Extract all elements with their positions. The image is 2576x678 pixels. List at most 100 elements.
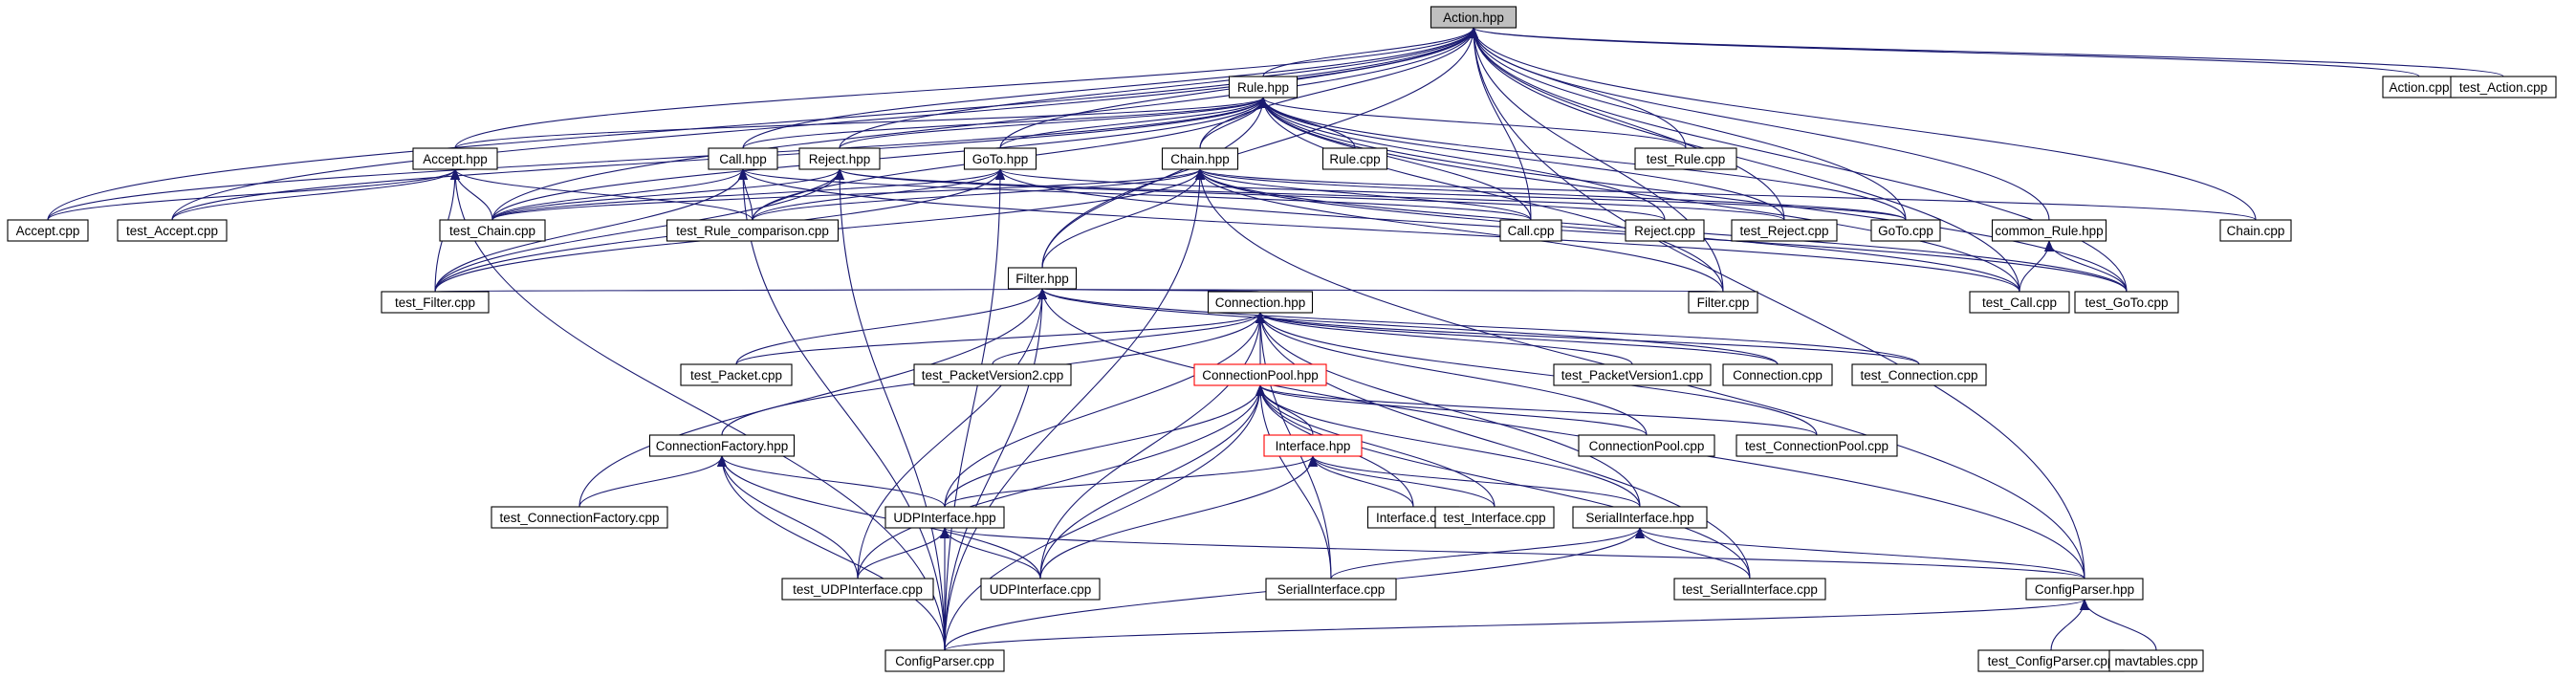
- node-test-configparser-cpp[interactable]: test_ConfigParser.cpp: [1977, 649, 2125, 672]
- node-box: [1430, 6, 1517, 29]
- node-label: Rule.cpp: [1329, 152, 1380, 166]
- node-reject-cpp[interactable]: Reject.cpp: [1625, 219, 1705, 242]
- node-rule-cpp[interactable]: Rule.cpp: [1321, 147, 1388, 170]
- node-action-hpp[interactable]: Action.hpp: [1430, 6, 1517, 29]
- node-box: [2450, 76, 2557, 98]
- node-common-rule-hpp[interactable]: common_Rule.hpp: [1991, 219, 2107, 242]
- node-label: Action.cpp: [2389, 80, 2449, 95]
- node-box: [913, 363, 1072, 386]
- edge-filter_hpp-to-chain_hpp: [1041, 168, 1205, 269]
- node-call-hpp[interactable]: Call.hpp: [708, 147, 778, 170]
- node-test-packetversion1-cpp[interactable]: test_PacketVersion1.cpp: [1553, 363, 1712, 386]
- node-reject-hpp[interactable]: Reject.hpp: [798, 147, 881, 170]
- node-test-udpinterface-cpp[interactable]: test_UDPInterface.cpp: [781, 578, 934, 601]
- node-test-reject-cpp[interactable]: test_Reject.cpp: [1731, 219, 1838, 242]
- node-label: Reject.hpp: [809, 152, 871, 166]
- edge-test_filter_cpp-to-filter_hpp: [434, 288, 1043, 301]
- edge-test_packet_cpp-to-connection_hpp: [735, 312, 1265, 365]
- node-box: [1722, 363, 1833, 386]
- node-test-packet-cpp[interactable]: test_Packet.cpp: [680, 363, 793, 386]
- node-call-cpp[interactable]: Call.cpp: [1499, 219, 1562, 242]
- node-connection-hpp[interactable]: Connection.hpp: [1207, 291, 1314, 314]
- node-test-call-cpp[interactable]: test_Call.cpp: [1969, 291, 2070, 314]
- node-serialinterface-cpp[interactable]: SerialInterface.cpp: [1265, 578, 1397, 601]
- node-test-packetversion2-cpp[interactable]: test_PacketVersion2.cpp: [913, 363, 1072, 386]
- node-rule-hpp[interactable]: Rule.hpp: [1228, 76, 1299, 98]
- node-test-connectionfactory-cpp[interactable]: test_ConnectionFactory.cpp: [491, 506, 668, 529]
- edge-test_goto_cpp-to-common_rule_hpp: [2044, 240, 2128, 293]
- node-box: [798, 147, 881, 170]
- node-goto-hpp[interactable]: GoTo.hpp: [963, 147, 1037, 170]
- node-test-rule-cpp[interactable]: test_Rule.cpp: [1634, 147, 1737, 170]
- node-accept-hpp[interactable]: Accept.hpp: [412, 147, 498, 170]
- edge-call_cpp-to-rule_hpp: [1258, 97, 1532, 221]
- node-test-serialinterface-cpp[interactable]: test_SerialInterface.cpp: [1673, 578, 1826, 601]
- edge-test_udpinterface_cpp-to-filter_hpp: [857, 288, 1047, 580]
- node-test-rule-comparison-cpp[interactable]: test_Rule_comparison.cpp: [666, 219, 840, 242]
- node-box: [7, 219, 89, 242]
- node-box: [1625, 219, 1705, 242]
- node-test-chain-cpp[interactable]: test_Chain.cpp: [439, 219, 546, 242]
- node-label: test_Connection.cpp: [1860, 368, 1977, 383]
- node-mavtables-cpp[interactable]: mavtables.cpp: [2108, 649, 2204, 672]
- node-chain-hpp[interactable]: Chain.hpp: [1161, 147, 1239, 170]
- node-udpinterface-cpp[interactable]: UDPInterface.cpp: [980, 578, 1101, 601]
- edge-reject_cpp-to-reject_hpp: [835, 168, 1666, 221]
- node-label: test_Rule.cpp: [1647, 152, 1726, 166]
- node-serialinterface-hpp[interactable]: SerialInterface.hpp: [1572, 506, 1708, 529]
- node-label: Connection.cpp: [1733, 368, 1823, 383]
- node-box: [1265, 578, 1397, 601]
- edge-udpinterface_hpp-to-connectionfactory_hpp: [717, 455, 946, 508]
- node-label: mavtables.cpp: [2114, 654, 2197, 668]
- edge-configparser_cpp-to-chain_hpp: [944, 168, 1205, 651]
- node-label: Rule.hpp: [1237, 80, 1289, 95]
- node-box: [1688, 291, 1758, 314]
- edge-test_goto_cpp-to-action_hpp: [1469, 27, 2128, 293]
- node-test-interface-cpp[interactable]: test_Interface.cpp: [1434, 506, 1555, 529]
- node-test-filter-cpp[interactable]: test_Filter.cpp: [381, 291, 490, 314]
- node-test-connectionpool-cpp[interactable]: test_ConnectionPool.cpp: [1736, 434, 1898, 457]
- node-test-action-cpp[interactable]: test_Action.cpp: [2450, 76, 2557, 98]
- node-configparser-hpp[interactable]: ConfigParser.hpp: [2025, 578, 2144, 601]
- edge-call_cpp-to-action_hpp: [1469, 27, 1532, 221]
- node-label: ConfigParser.cpp: [895, 654, 994, 668]
- node-box: [2074, 291, 2179, 314]
- node-filter-hpp[interactable]: Filter.hpp: [1007, 267, 1078, 290]
- edge-test_goto_cpp-to-goto_hpp: [995, 168, 2128, 293]
- node-connectionfactory-hpp[interactable]: ConnectionFactory.hpp: [648, 434, 796, 457]
- node-filter-cpp[interactable]: Filter.cpp: [1688, 291, 1758, 314]
- node-label: test_Action.cpp: [2459, 80, 2547, 95]
- edge-test_goto_cpp-to-rule_hpp: [1258, 97, 2128, 293]
- edge-call_cpp-to-chain_hpp: [1195, 168, 1532, 221]
- node-label: Call.hpp: [719, 152, 767, 166]
- node-action-cpp[interactable]: Action.cpp: [2382, 76, 2456, 98]
- node-udpinterface-hpp[interactable]: UDPInterface.hpp: [884, 506, 1005, 529]
- node-test-connection-cpp[interactable]: test_Connection.cpp: [1851, 363, 1987, 386]
- node-connectionpool-hpp[interactable]: ConnectionPool.hpp: [1193, 363, 1327, 386]
- node-test-accept-cpp[interactable]: test_Accept.cpp: [117, 219, 228, 242]
- node-configparser-cpp[interactable]: ConfigParser.cpp: [884, 649, 1005, 672]
- node-chain-cpp[interactable]: Chain.cpp: [2219, 219, 2292, 242]
- node-label: Interface.cpp: [1376, 511, 1451, 525]
- node-label: ConnectionPool.hpp: [1202, 368, 1319, 383]
- edge-serialinterface_hpp-to-interface_hpp: [1308, 455, 1641, 508]
- node-box: [381, 291, 490, 314]
- edge-test_serialinterface_cpp-to-connection_hpp: [1255, 312, 1751, 580]
- edge-test_accept_cpp-to-accept_hpp: [171, 168, 460, 221]
- node-box: [963, 147, 1037, 170]
- edge-test_udpinterface_cpp-to-connectionpool_hpp: [857, 384, 1265, 580]
- node-interface-hpp[interactable]: Interface.hpp: [1263, 434, 1363, 457]
- node-connectionpool-cpp[interactable]: ConnectionPool.cpp: [1578, 434, 1715, 457]
- node-goto-cpp[interactable]: GoTo.cpp: [1870, 219, 1941, 242]
- edge-test_serialinterface_cpp-to-connectionpool_hpp: [1255, 384, 1751, 580]
- node-box: [1578, 434, 1715, 457]
- edge-udpinterface_cpp-to-connection_hpp: [1039, 312, 1265, 580]
- node-connection-cpp[interactable]: Connection.cpp: [1722, 363, 1833, 386]
- node-accept-cpp[interactable]: Accept.cpp: [7, 219, 89, 242]
- node-test-goto-cpp[interactable]: test_GoTo.cpp: [2074, 291, 2179, 314]
- node-label: Accept.cpp: [16, 224, 80, 238]
- edge-accept_cpp-to-rule_hpp: [47, 97, 1268, 221]
- edge-connection_cpp-to-filter_hpp: [1037, 288, 1779, 365]
